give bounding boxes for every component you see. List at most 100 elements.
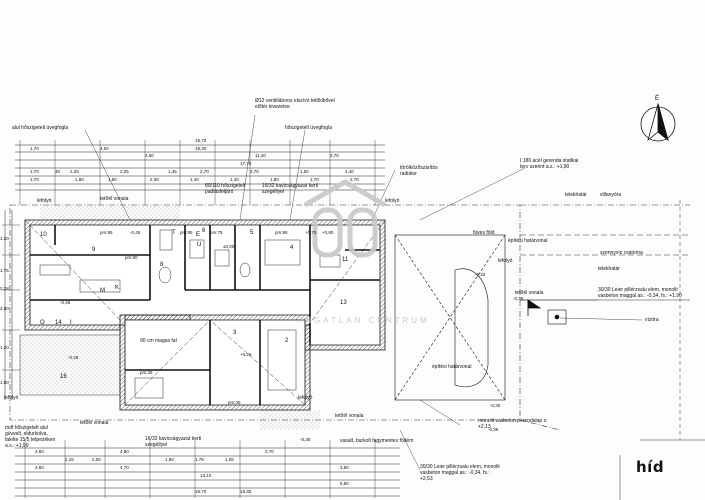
building-line-label: építési határvonal [508, 238, 548, 244]
gravel-bottom-label: 16/32 kavicságyazat kerti szegéllyel [145, 436, 202, 448]
dim-row2-2: 2,25 [70, 169, 79, 174]
dim-row3-7: 1,70 [310, 177, 319, 182]
watermark-logo [303, 179, 387, 258]
insulated-panel-label: mdf hőszigetelt alul gúvvelt, eldurkolva… [5, 425, 56, 449]
dim-row2-0: 1,70 [30, 169, 39, 174]
steel-beam-label: I 180 acél gerenda statikai terv szerint… [520, 158, 579, 170]
room-note-8: pm:25 [140, 370, 153, 375]
fixtures [39, 229, 341, 399]
dim-row2-3: 2,25 [120, 169, 129, 174]
roof-edge-bottom-label: tetőél vonala [335, 413, 364, 419]
lawn-label: füves föld [473, 230, 495, 236]
room-M: M [100, 288, 105, 294]
heating-label: törölközőszárítós radiátor [400, 165, 438, 177]
wall-height-label: 90 cm magas fal [140, 338, 177, 344]
dim-row2-7: 1,50 [300, 169, 309, 174]
north-letter: É [655, 96, 660, 102]
property-line-label: telekhatár [565, 192, 587, 198]
section-marker [527, 299, 542, 316]
room-I: I [70, 320, 72, 326]
dim-bottom-11: 1,75 [195, 457, 204, 462]
dim-row3-3: 2,00 [150, 177, 159, 182]
dim-bottom-12: 1,05 [225, 457, 234, 462]
dimension-lines-bottom [15, 440, 400, 498]
dim-row2-5: 2,70 [200, 169, 209, 174]
terrace-areas [19, 205, 320, 430]
room-9: 9 [92, 247, 96, 253]
dim-bottom-2: 4,80 [120, 449, 129, 454]
north-arrow [640, 102, 676, 142]
dim-row1-2: 4,50 [145, 153, 154, 158]
dim-left-0: 1,20 [0, 236, 9, 241]
dimension-lines-left [2, 210, 20, 400]
building-line-bottom-label: építési határvonal [432, 364, 472, 370]
dim-row3-2: 1,80 [108, 177, 117, 182]
level-6: -0,33 [475, 272, 486, 277]
gravel-top-label: 16/32 kavicságyazat kerti szegéllyel [262, 183, 319, 195]
bridge-label: híd [636, 458, 665, 476]
dim-bottom-5: 5,80 [340, 481, 349, 486]
room-note-6: +0,70 [305, 230, 317, 235]
room-5: 5 [250, 230, 254, 236]
dim-row1-1: 4,50 [100, 146, 109, 151]
dim-bottom-13: 2,70 [265, 449, 274, 454]
house-walls [24, 219, 386, 411]
dim-row3-8: 2,70 [350, 177, 359, 182]
level-9: -0,36 [488, 427, 499, 432]
room-13: 13 [340, 300, 347, 306]
dim-mid-top: 11,20 [255, 153, 266, 158]
property-line-right-label: telekhatár [598, 266, 620, 272]
level-2: -0,46 [60, 300, 71, 305]
dim-left-3: 2,80 [0, 306, 9, 311]
room-O: O [40, 320, 45, 326]
room-16: 16 [60, 374, 67, 380]
leader-lines [84, 114, 643, 471]
interior-walls [30, 225, 380, 405]
dim-bottom-9: 2,00 [92, 457, 101, 462]
drain-label-3: lefolyó [498, 258, 513, 264]
pillar-bottom-label: 30/30 Leier pillérzsalu elem, monolit va… [420, 464, 500, 482]
room-note-7: +0,80 [322, 230, 334, 235]
room-note-0: pm:95 [100, 230, 113, 235]
dim-total-top: 18,70 [195, 138, 207, 143]
room-note-3: pm:75 [210, 230, 223, 235]
level-1: -0,45 [130, 230, 141, 235]
dim-bottom-1: 4,60 [35, 465, 44, 470]
drain-label-2: lefolyó [385, 198, 400, 204]
level-5: -0,30 [490, 403, 501, 408]
dim-row1-0: 1,70 [30, 146, 39, 151]
dim-left-1: 1,75 [0, 268, 9, 273]
room-6: 6 [202, 228, 206, 234]
dim-row3-1: 1,80 [75, 177, 84, 182]
dim-row3-5: 1,40 [230, 177, 239, 182]
glazing-mid-label: hőszigetelt üvegfogla [285, 125, 332, 131]
gallery-label: 80/110 hőszigetelt padlásfeljáró [205, 183, 246, 195]
level-7: +0,26 [240, 352, 252, 357]
level-0: ±0,00 [223, 244, 235, 249]
drain-label-5: lefolyó [298, 395, 313, 401]
dim-bottom-0: 4,60 [35, 449, 44, 454]
dim-row3-4: 1,40 [190, 177, 199, 182]
dim-bottom-8: 2,15 [65, 457, 74, 462]
watermark-text: INGATLAN CENTRUM [300, 316, 430, 325]
dim-row3-6: 1,80 [270, 177, 279, 182]
room-note-1: pm:35 [228, 400, 241, 405]
room-11: 11 [342, 257, 349, 263]
dim-bottom-14: 3,80 [340, 465, 349, 470]
room-E: E [196, 232, 201, 238]
dim-left-2: 2,28 [0, 286, 9, 291]
dim-row1-4: 3,70 [330, 153, 339, 158]
water-meter-symbol [547, 309, 567, 325]
dim-row2-1: 30 [55, 169, 61, 174]
dim-left-5: 1,80 [0, 380, 9, 385]
concrete-label: vasalt, burkolt fagymentes födém [340, 438, 414, 444]
dim-left-4: 1,20 [0, 345, 9, 350]
dimension-lines-top [15, 140, 385, 205]
pillar-right-label: 30/30 Leier pillérzsalu elem, monolit va… [598, 287, 682, 299]
level-3: -0,48 [68, 355, 79, 360]
drain-label-1: lefolyó [37, 198, 52, 204]
room-4: 4 [290, 245, 294, 251]
property-boundary [9, 204, 690, 431]
glazing-left-label: alul hőszigetelt üvegfogla [12, 125, 69, 131]
